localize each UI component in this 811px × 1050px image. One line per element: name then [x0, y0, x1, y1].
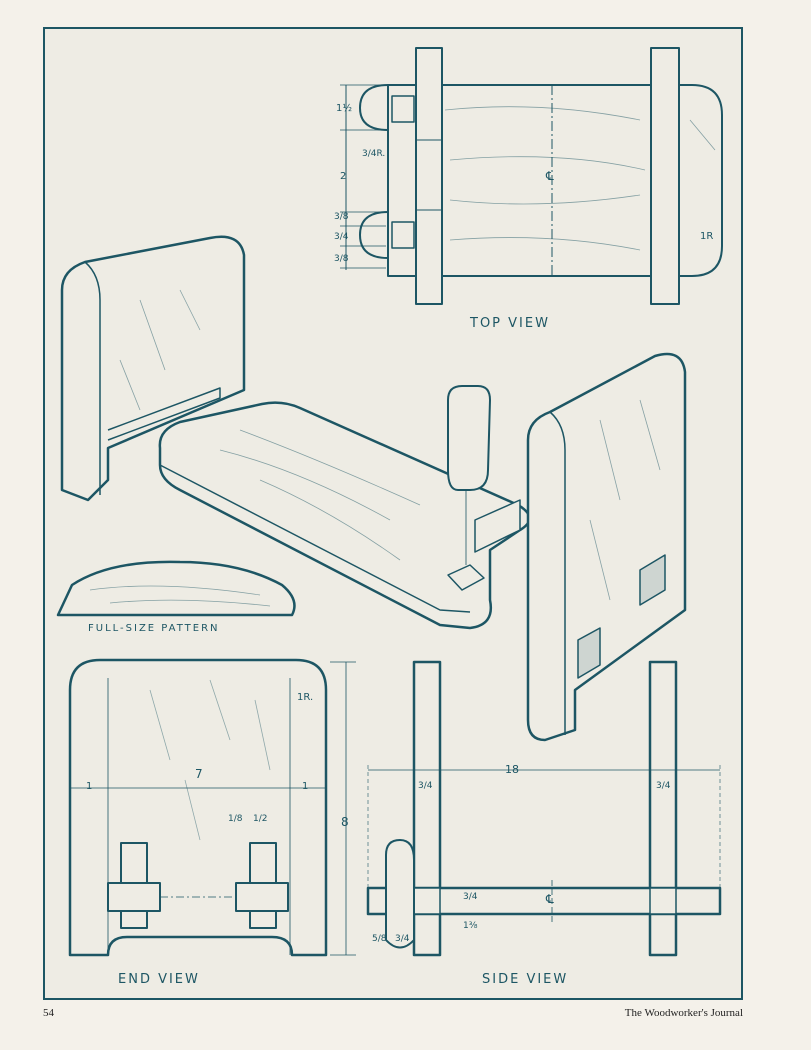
dim-end-1R: 1R. — [297, 692, 314, 703]
dim-side-1-3-8: 1⅜ — [463, 921, 478, 931]
dim-top-3-8-b: 3/8 — [334, 254, 349, 264]
dim-end-1-2: 1/2 — [253, 814, 268, 824]
dim-top-3-4: 3/4 — [334, 232, 349, 242]
end-view-drawing — [68, 658, 356, 957]
dim-side-3-4-mid: 3/4 — [463, 892, 478, 902]
dim-top-3-4R: 3/4R. — [362, 149, 386, 159]
dim-side-5-8: 5/8 — [372, 934, 387, 944]
dim-side-3-4-left: 3/4 — [418, 781, 433, 791]
dim-top-2: 2 — [340, 171, 347, 182]
dim-side-18: 18 — [505, 763, 519, 776]
dim-top-3-8-a: 3/8 — [334, 212, 349, 222]
full-size-pattern-label: FULL-SIZE PATTERN — [88, 623, 220, 634]
dim-end-8: 8 — [341, 815, 349, 829]
side-view-drawing — [366, 660, 722, 957]
isometric-assembly — [60, 235, 687, 742]
dim-end-7: 7 — [195, 767, 203, 781]
publication-name: The Woodworker's Journal — [624, 1007, 743, 1019]
dim-top-1-half: 1½ — [336, 103, 353, 114]
dim-side-3-4-right: 3/4 — [656, 781, 671, 791]
page-number: 54 — [43, 1007, 54, 1019]
top-center-mark: ℄ — [546, 169, 554, 183]
dim-end-1-left: 1 — [86, 781, 93, 792]
side-center-mark: ℄ — [546, 892, 554, 906]
dim-side-3-4-bottom: 3/4 — [395, 934, 410, 944]
top-view-label: TOP VIEW — [470, 316, 550, 331]
dim-end-1-right: 1 — [302, 781, 309, 792]
dim-end-1-8: 1/8 — [228, 814, 243, 824]
full-size-pattern-drawing — [56, 560, 296, 617]
dim-top-1R: 1R — [700, 231, 714, 242]
side-view-label: SIDE VIEW — [482, 972, 569, 987]
end-view-label: END VIEW — [118, 972, 200, 987]
top-view-drawing — [340, 47, 723, 305]
